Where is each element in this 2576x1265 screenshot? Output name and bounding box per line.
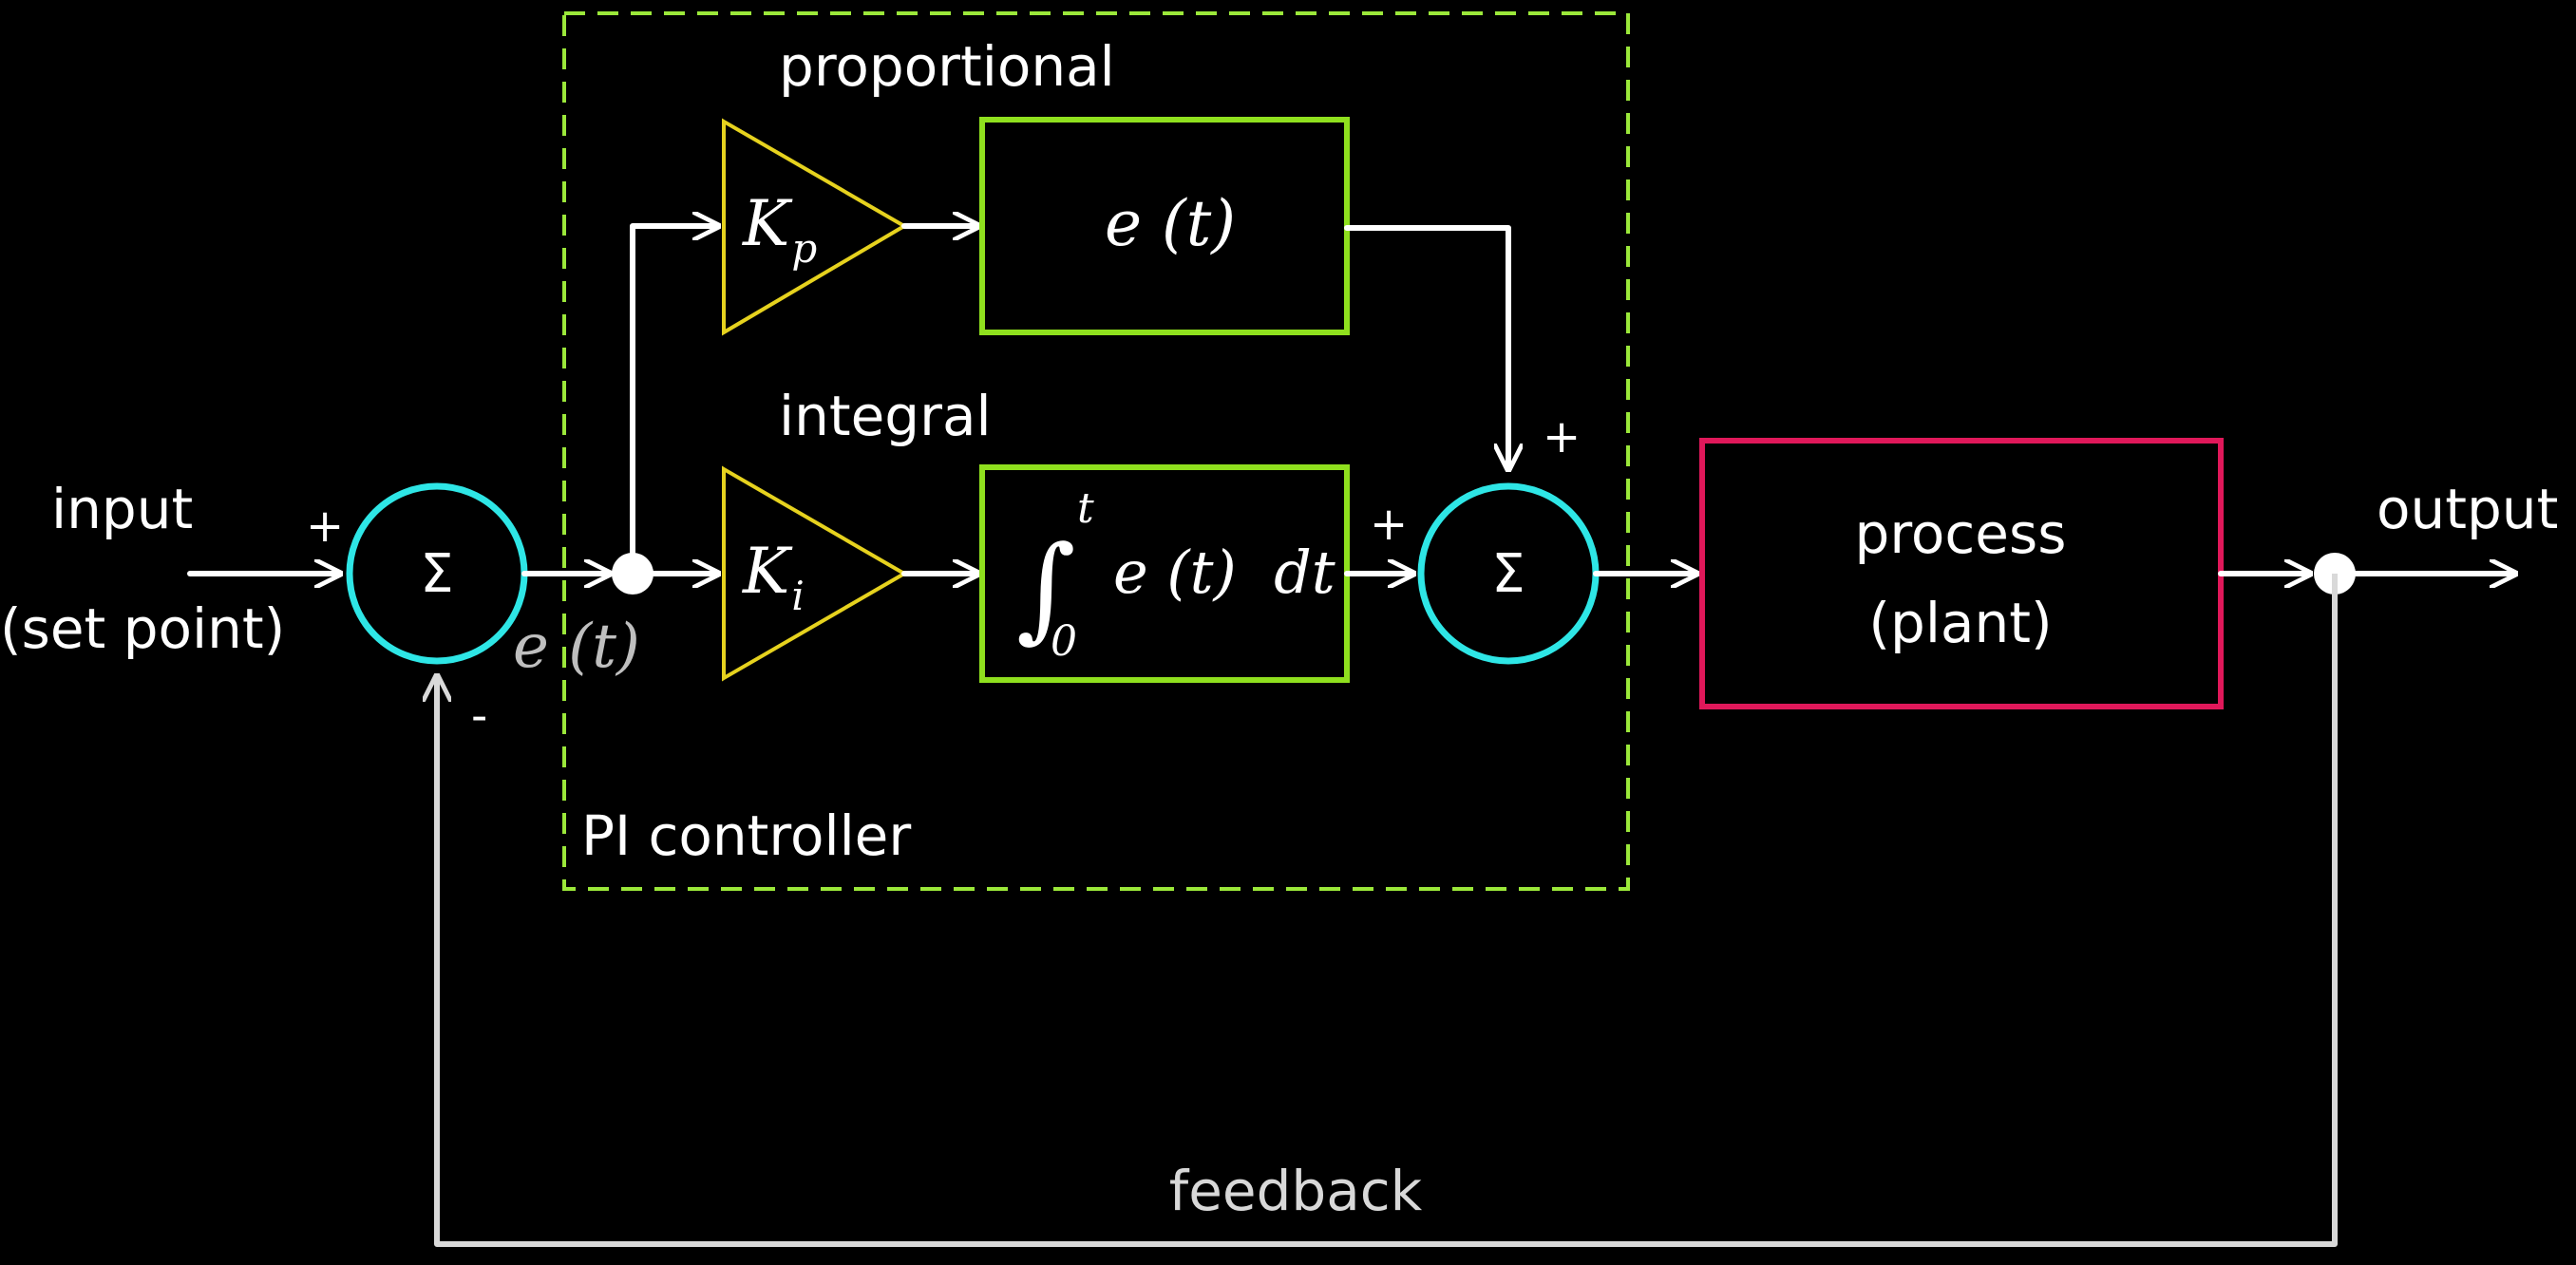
- feedback-loop-wire: [437, 574, 2338, 1247]
- integral-lower-limit: 0: [1051, 617, 1077, 666]
- error-signal-label: e (t): [513, 612, 640, 682]
- proportional-branch-wire: [630, 226, 721, 576]
- ki-symbol: Ki: [742, 535, 805, 619]
- input-label: input: [51, 477, 193, 541]
- proportional-gain: [722, 118, 908, 336]
- integral-gain: [722, 465, 908, 682]
- integral-label: integral: [779, 384, 992, 448]
- set-point-label: (set point): [0, 596, 285, 661]
- proportional-plus-sign: +: [1543, 410, 1581, 463]
- proportional-block-text: e (t): [1105, 187, 1236, 260]
- sigma-symbol: Σ: [420, 543, 453, 605]
- proportional-output-wire: [1344, 225, 1508, 472]
- process-block: [1699, 438, 2224, 709]
- pi-controller-label: PI controller: [581, 803, 911, 868]
- integral-sign: ∫: [1016, 522, 1076, 654]
- plant-label: (plant): [1868, 591, 2052, 655]
- output-label: output: [2377, 477, 2558, 541]
- feedback-minus-sign: -: [471, 689, 487, 743]
- feedback-label: feedback: [1169, 1159, 1423, 1223]
- integrand-text: e (t) dt: [1113, 538, 1335, 607]
- proportional-label: proportional: [779, 34, 1115, 99]
- integral-upper-limit: t: [1077, 484, 1094, 533]
- sigma-symbol-2: Σ: [1491, 543, 1525, 605]
- process-label: process: [1855, 501, 2067, 566]
- kp-symbol: Kp: [742, 187, 817, 272]
- pi-controller-boundary: [562, 11, 1630, 891]
- input-plus-sign: +: [306, 500, 344, 553]
- integral-plus-sign: +: [1370, 498, 1408, 551]
